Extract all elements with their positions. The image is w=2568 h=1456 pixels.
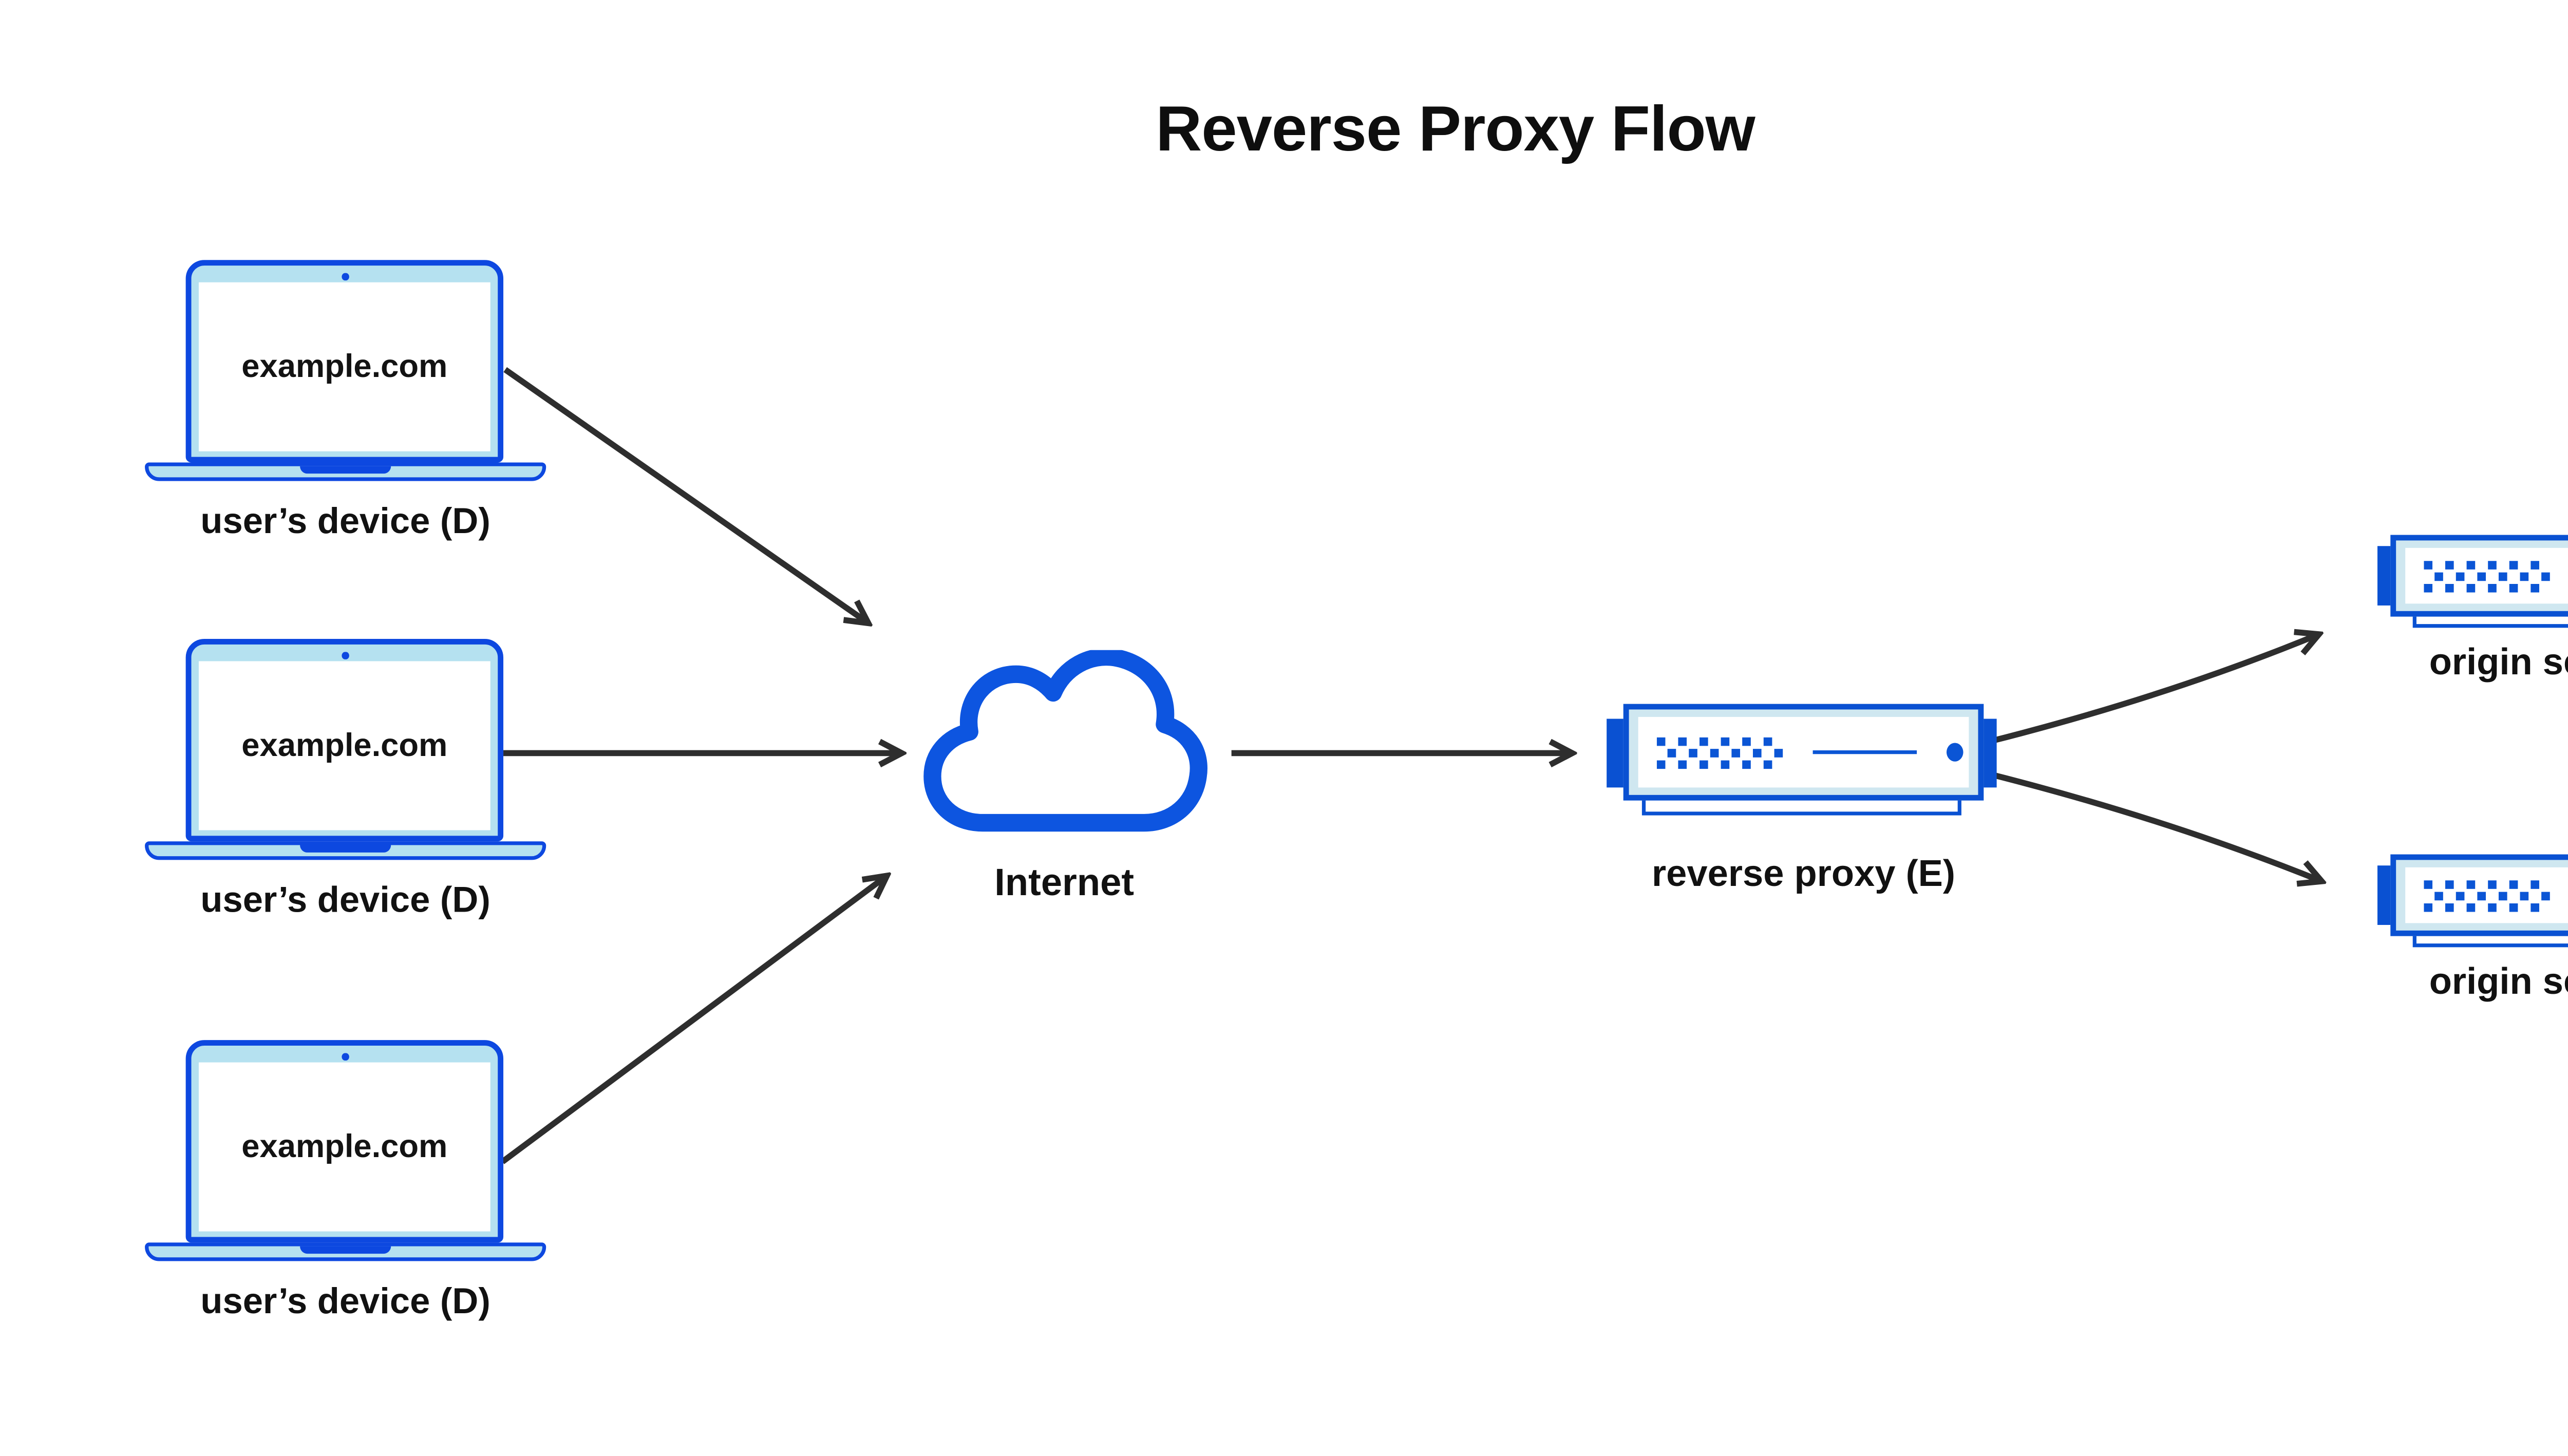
user-device-3: example.com user’s device (D)	[145, 1040, 546, 1337]
server-front-panel	[2405, 867, 2568, 923]
laptop-icon: example.com	[185, 1040, 504, 1242]
arrow-proxy-to-origin1	[1990, 634, 2319, 744]
arrow-device1-to-internet	[503, 367, 868, 623]
server-front-panel	[1638, 716, 1969, 788]
vent-grid-icon	[2424, 560, 2550, 592]
laptop-base	[145, 462, 546, 481]
server-icon	[2390, 854, 2568, 936]
vent-grid-icon	[2424, 879, 2550, 911]
camera-dot-icon	[341, 1052, 349, 1061]
power-dot-icon	[1946, 743, 1963, 762]
laptop-screen: example.com	[198, 282, 490, 450]
diagram-title: Reverse Proxy Flow	[1156, 94, 1755, 165]
origin-server-2: origin server (F)	[2366, 854, 2568, 1022]
origin-server-1: origin server (F)	[2366, 535, 2568, 702]
laptop-screen: example.com	[198, 661, 490, 829]
origin-server-label: origin server (F)	[2429, 962, 2568, 1003]
laptop-screen: example.com	[198, 1062, 490, 1231]
internet-label: Internet	[994, 862, 1135, 905]
arrow-device3-to-internet	[500, 876, 887, 1164]
laptop-icon: example.com	[185, 260, 504, 462]
laptop-base	[145, 1242, 546, 1261]
laptop-notch	[300, 1245, 391, 1254]
user-device-2: example.com user’s device (D)	[145, 639, 546, 936]
camera-dot-icon	[341, 651, 349, 659]
device-label: user’s device (D)	[200, 501, 490, 542]
arrow-proxy-to-origin2	[1990, 771, 2322, 881]
origin-server-label: origin server (F)	[2429, 642, 2568, 684]
user-device-1: example.com user’s device (D)	[145, 260, 546, 557]
reverse-proxy-label: reverse proxy (E)	[1651, 854, 1955, 896]
server-icon	[2390, 535, 2568, 617]
vent-grid-icon	[1656, 736, 1783, 768]
reverse-proxy-server: reverse proxy (E)	[1597, 704, 2006, 909]
server-front-panel	[2405, 547, 2568, 604]
device-label: user’s device (D)	[200, 1281, 490, 1322]
laptop-base	[145, 841, 546, 860]
server-icon	[1623, 704, 1984, 801]
led-line-icon	[1812, 749, 1917, 755]
laptop-notch	[300, 465, 391, 474]
cloud-icon	[923, 650, 1207, 832]
device-label: user’s device (D)	[200, 880, 490, 921]
laptop-notch	[300, 844, 391, 853]
camera-dot-icon	[341, 272, 349, 281]
laptop-icon: example.com	[185, 639, 504, 841]
